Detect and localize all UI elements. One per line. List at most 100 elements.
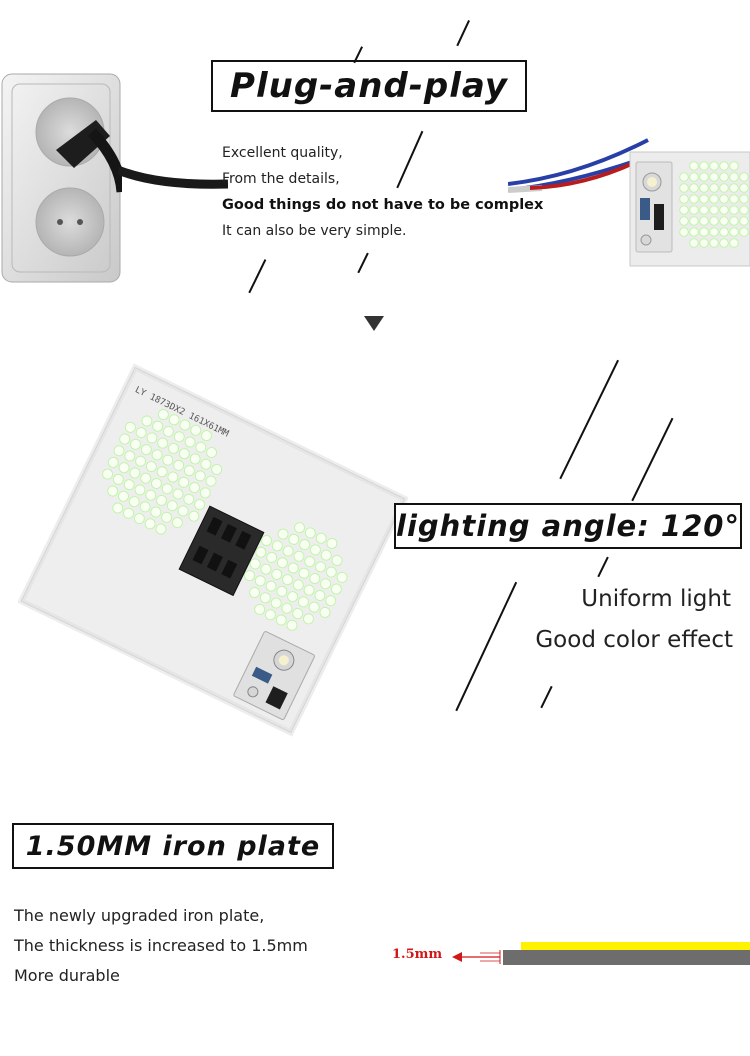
led-dot bbox=[288, 533, 300, 545]
led-dot bbox=[150, 506, 162, 518]
led-dot bbox=[315, 561, 327, 573]
led-dot bbox=[689, 216, 699, 226]
led-dot bbox=[276, 557, 288, 569]
led-dot bbox=[304, 527, 316, 539]
led-dot bbox=[260, 563, 272, 575]
led-dot bbox=[729, 227, 739, 237]
led-dot bbox=[259, 592, 271, 604]
led-dot bbox=[123, 479, 135, 491]
lighting-angle-title-text: lighting angle: 120° bbox=[396, 509, 740, 543]
led-dot bbox=[107, 485, 119, 497]
decor-line bbox=[559, 359, 619, 480]
led-dot bbox=[113, 445, 125, 457]
led-dot bbox=[134, 484, 146, 496]
led-dot bbox=[729, 205, 739, 215]
led-dot bbox=[157, 437, 169, 449]
led-dot bbox=[166, 500, 178, 512]
led-dot bbox=[709, 205, 719, 215]
led-dot bbox=[719, 194, 729, 204]
led-dot bbox=[112, 502, 124, 514]
plug-and-play-title-text: Plug-and-play bbox=[230, 66, 508, 106]
led-dot bbox=[719, 238, 729, 248]
led-dot bbox=[177, 505, 189, 517]
led-dot bbox=[320, 549, 332, 561]
led-dot bbox=[271, 568, 283, 580]
led-dot bbox=[739, 172, 749, 182]
led-dot bbox=[195, 441, 207, 453]
led-dot bbox=[157, 409, 169, 421]
led-dot bbox=[739, 227, 749, 237]
led-dot bbox=[123, 507, 135, 519]
down-arrow-icon bbox=[364, 316, 384, 331]
led-dot bbox=[719, 216, 729, 226]
led-dot bbox=[168, 442, 180, 454]
led-dot bbox=[679, 172, 689, 182]
desc-line: More durable bbox=[14, 966, 120, 985]
led-dot bbox=[699, 194, 709, 204]
led-dot bbox=[118, 462, 130, 474]
led-dot bbox=[689, 194, 699, 204]
led-dot bbox=[325, 595, 337, 607]
led-dot bbox=[276, 585, 288, 597]
iron-plate-description: The newly upgraded iron plate, The thick… bbox=[14, 901, 308, 991]
led-dot bbox=[689, 161, 699, 171]
led-dot bbox=[129, 467, 141, 479]
led-dot bbox=[282, 574, 294, 586]
led-dot bbox=[699, 172, 709, 182]
led-dot bbox=[162, 425, 174, 437]
plate-gray-layer bbox=[503, 950, 750, 965]
led-dot bbox=[314, 589, 326, 601]
feature-good-color: Good color effect bbox=[535, 627, 733, 653]
led-board-large-image: LY 1873DX2 161X61MM bbox=[17, 355, 409, 745]
led-dot bbox=[299, 539, 311, 551]
led-dot bbox=[188, 510, 200, 522]
led-dot bbox=[689, 183, 699, 193]
led-dot bbox=[699, 183, 709, 193]
led-dot bbox=[183, 465, 195, 477]
led-dot bbox=[709, 183, 719, 193]
power-cord bbox=[118, 165, 228, 189]
led-dot bbox=[124, 421, 136, 433]
led-dot bbox=[211, 463, 223, 475]
led-dot bbox=[168, 414, 180, 426]
desc-line: From the details, bbox=[222, 171, 340, 187]
led-dot bbox=[729, 238, 739, 248]
led-dot bbox=[336, 571, 348, 583]
led-dot bbox=[199, 487, 211, 499]
desc-line: It can also be very simple. bbox=[222, 223, 407, 239]
decor-line bbox=[631, 417, 674, 502]
led-dot bbox=[155, 523, 167, 535]
led-dot bbox=[265, 580, 277, 592]
led-dot bbox=[140, 444, 152, 456]
led-dot bbox=[679, 216, 689, 226]
led-dot bbox=[249, 558, 261, 570]
desc-line: Excellent quality, bbox=[222, 145, 343, 161]
led-dot bbox=[294, 522, 306, 534]
desc-line: The newly upgraded iron plate, bbox=[14, 906, 265, 925]
led-dot bbox=[249, 587, 261, 599]
led-dot bbox=[719, 183, 729, 193]
led-dot bbox=[309, 544, 321, 556]
led-dot bbox=[709, 238, 719, 248]
led-dot bbox=[304, 556, 316, 568]
plate-yellow-layer bbox=[521, 942, 750, 950]
led-dot bbox=[264, 609, 276, 621]
decor-line bbox=[456, 20, 470, 47]
led-dot bbox=[271, 540, 283, 552]
led-dot bbox=[303, 584, 315, 596]
led-dot bbox=[129, 438, 141, 450]
led-dot bbox=[739, 216, 749, 226]
led-dot bbox=[281, 602, 293, 614]
led-dot bbox=[277, 528, 289, 540]
led-dot bbox=[161, 511, 173, 523]
led-dot bbox=[152, 420, 164, 432]
led-dot bbox=[119, 433, 131, 445]
led-dot bbox=[167, 471, 179, 483]
led-dot bbox=[709, 161, 719, 171]
led-dot bbox=[287, 591, 299, 603]
led-dot bbox=[178, 448, 190, 460]
led-dot bbox=[309, 573, 321, 585]
led-dot bbox=[188, 482, 200, 494]
led-dot bbox=[326, 537, 338, 549]
led-dot bbox=[141, 415, 153, 427]
